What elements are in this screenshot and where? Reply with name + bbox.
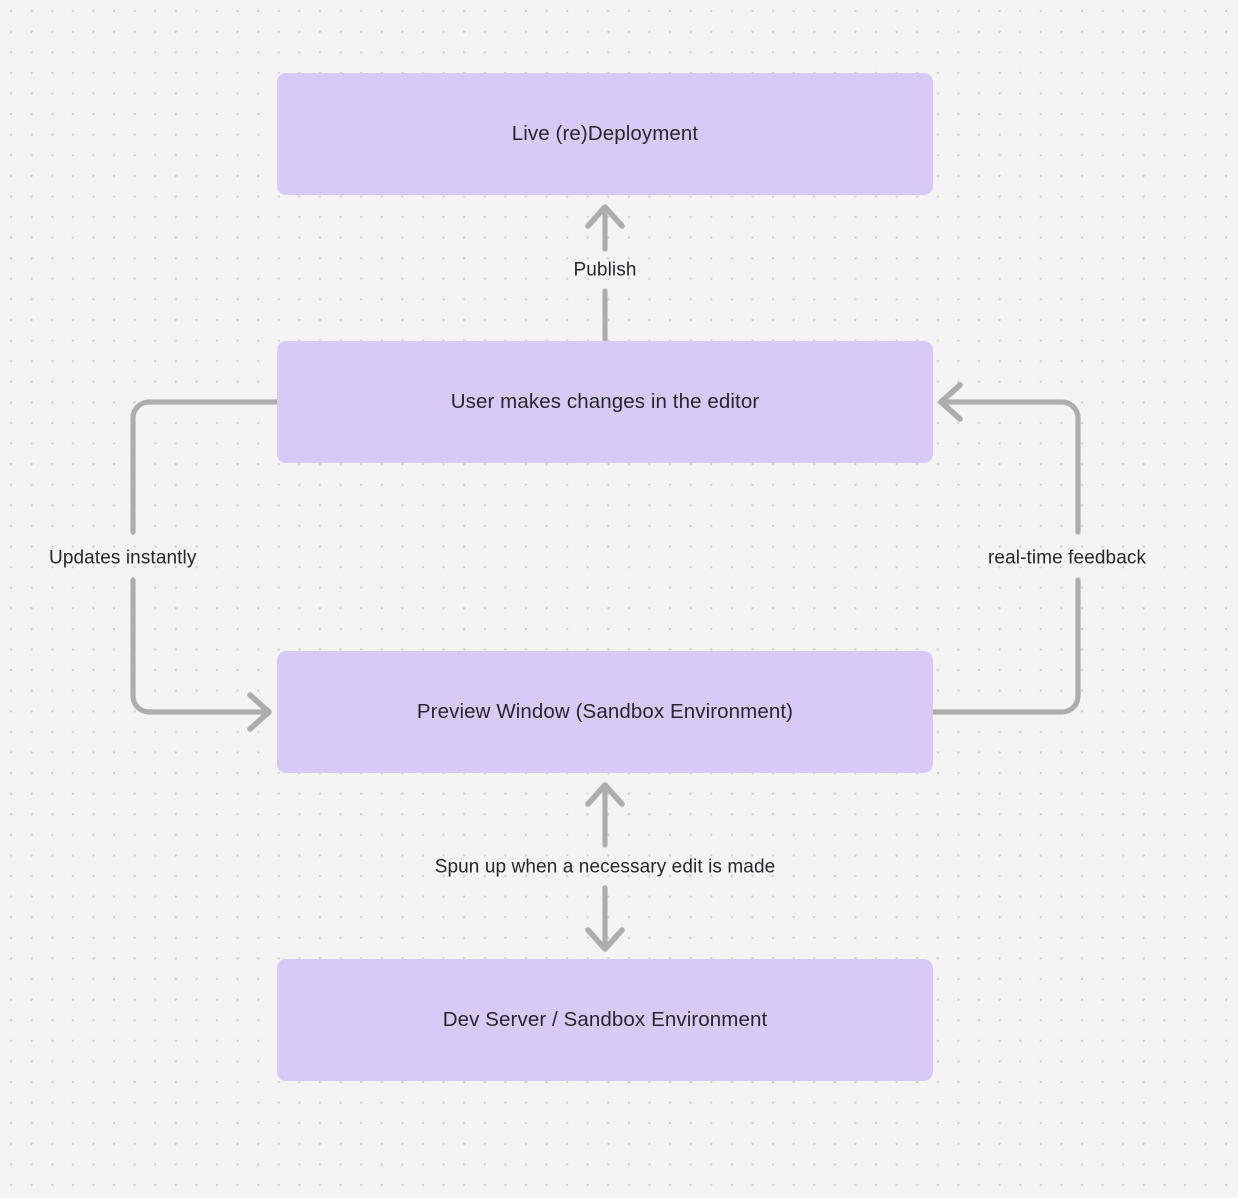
- node-live-deployment[interactable]: Live (re)Deployment: [277, 73, 933, 195]
- edge-label-real-time-feedback: real-time feedback: [988, 547, 1147, 569]
- edge-label-publish: Publish: [573, 259, 637, 281]
- node-user-edits-label: User makes changes in the editor: [450, 390, 760, 413]
- node-preview-window-label: Preview Window (Sandbox Environment): [416, 700, 794, 723]
- node-dev-server-label: Dev Server / Sandbox Environment: [442, 1008, 768, 1031]
- edge-label-spun-up: Spun up when a necessary edit is made: [434, 856, 776, 878]
- node-live-deployment-label: Live (re)Deployment: [511, 122, 699, 145]
- node-dev-server[interactable]: Dev Server / Sandbox Environment: [277, 959, 933, 1081]
- node-preview-window[interactable]: Preview Window (Sandbox Environment): [277, 651, 933, 773]
- node-user-edits[interactable]: User makes changes in the editor: [277, 341, 933, 463]
- edge-label-updates-instantly: Updates instantly: [49, 547, 197, 569]
